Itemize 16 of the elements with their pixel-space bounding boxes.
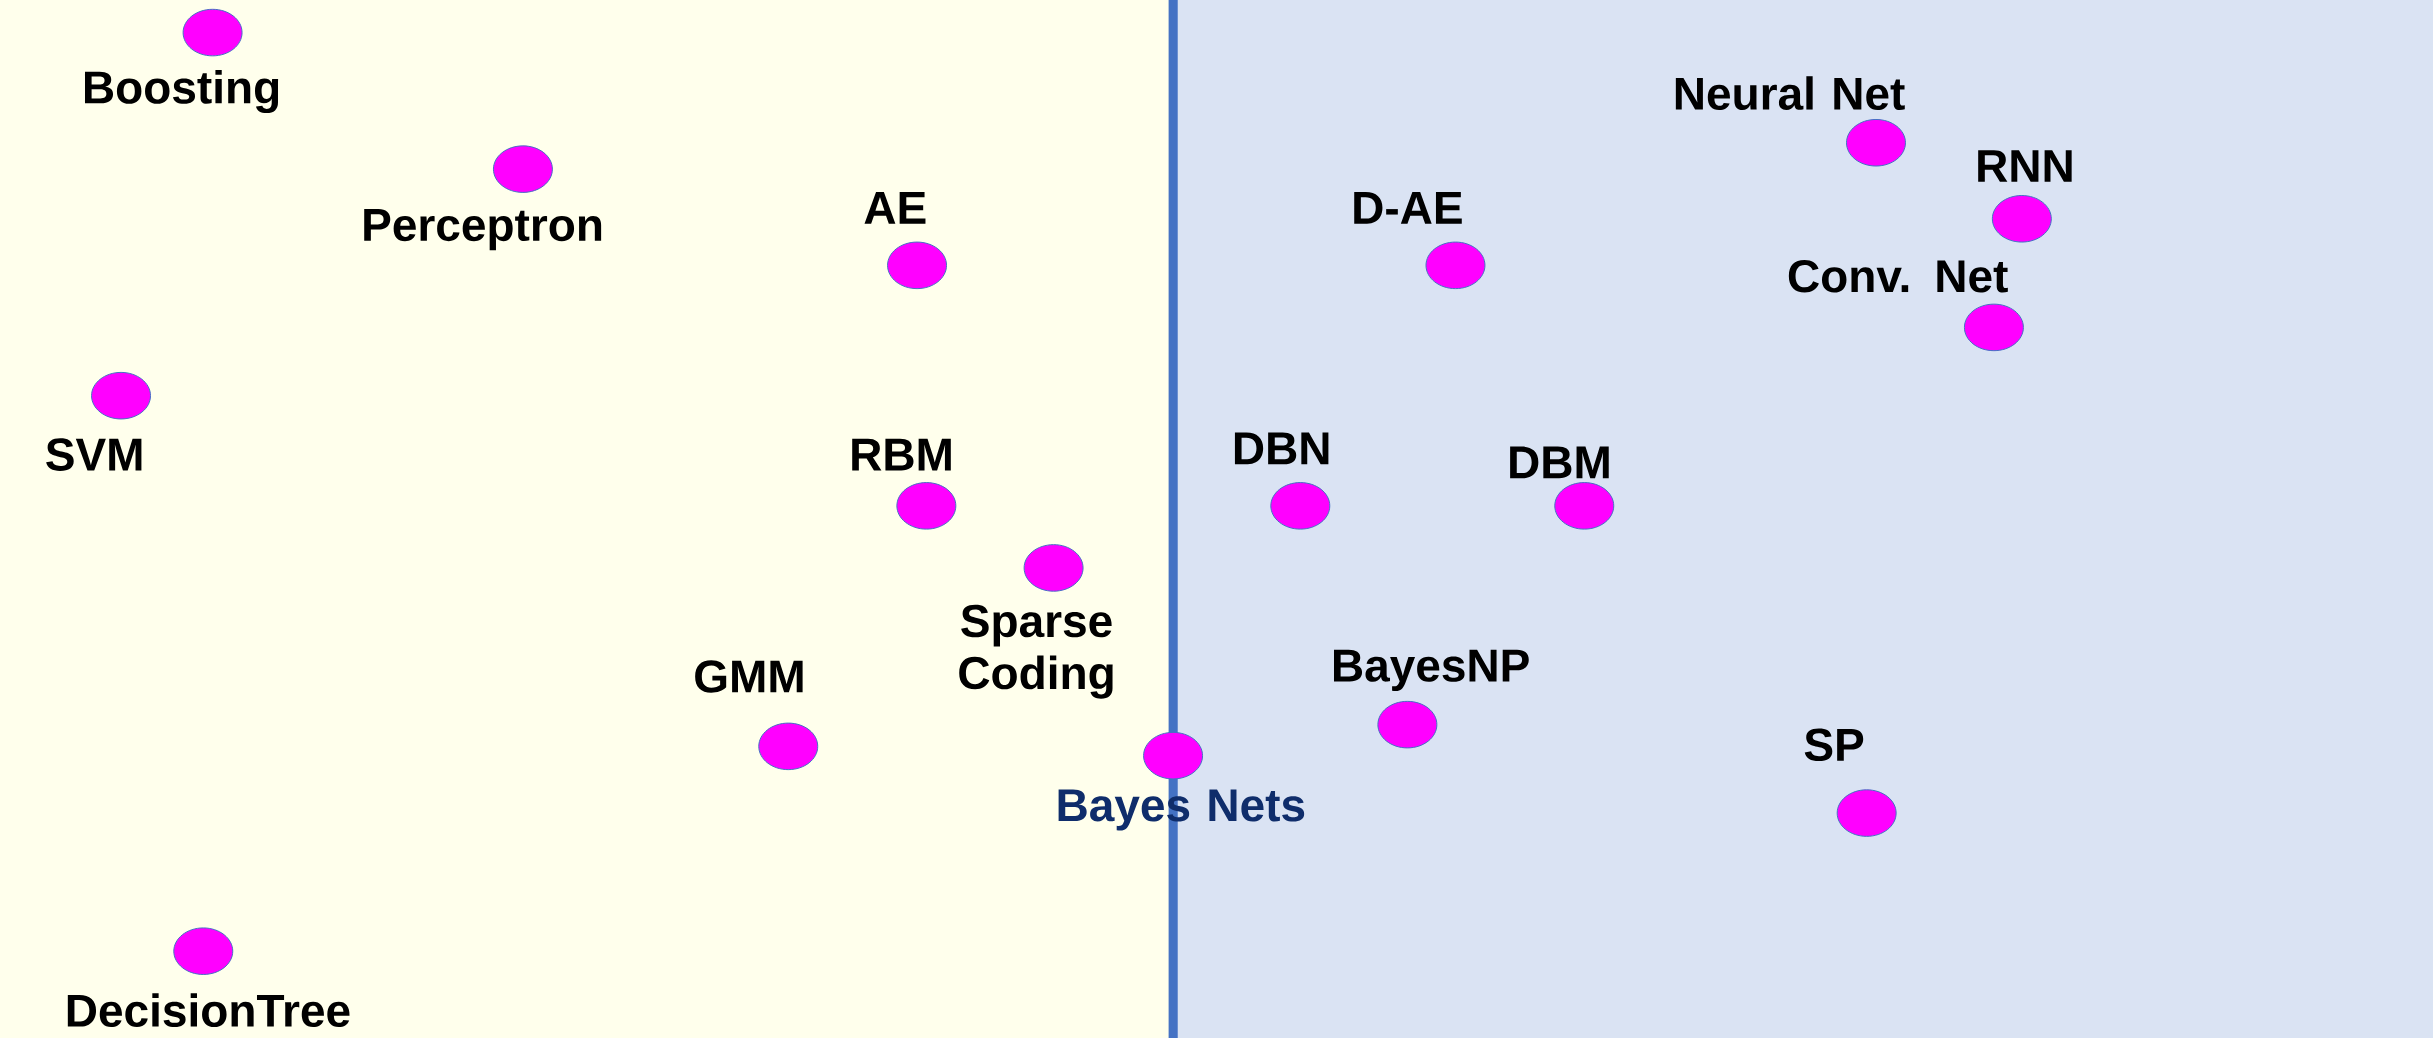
node-label: Neural Net: [1675, 76, 1905, 110]
node-label: SP: [1804, 728, 1864, 762]
node-label: Perceptron: [364, 209, 602, 251]
node-label: SVM: [46, 438, 142, 471]
node-label: AE: [864, 192, 926, 224]
node-label: Conv. Net: [1788, 259, 2008, 293]
node-label: GMM: [695, 660, 803, 693]
node-label: DBM: [1510, 446, 1609, 479]
node-label: D-AE: [1354, 192, 1462, 224]
node-label: DecisionTree: [67, 993, 350, 1028]
node-label: DBN: [1234, 432, 1329, 465]
node-label: BayesNP: [1334, 649, 1529, 691]
node-label: Sparse Coding: [959, 604, 1113, 699]
node-label: RNN: [1978, 150, 2072, 182]
node-label: RBM: [852, 438, 951, 471]
node-label: Boosting: [84, 69, 279, 114]
